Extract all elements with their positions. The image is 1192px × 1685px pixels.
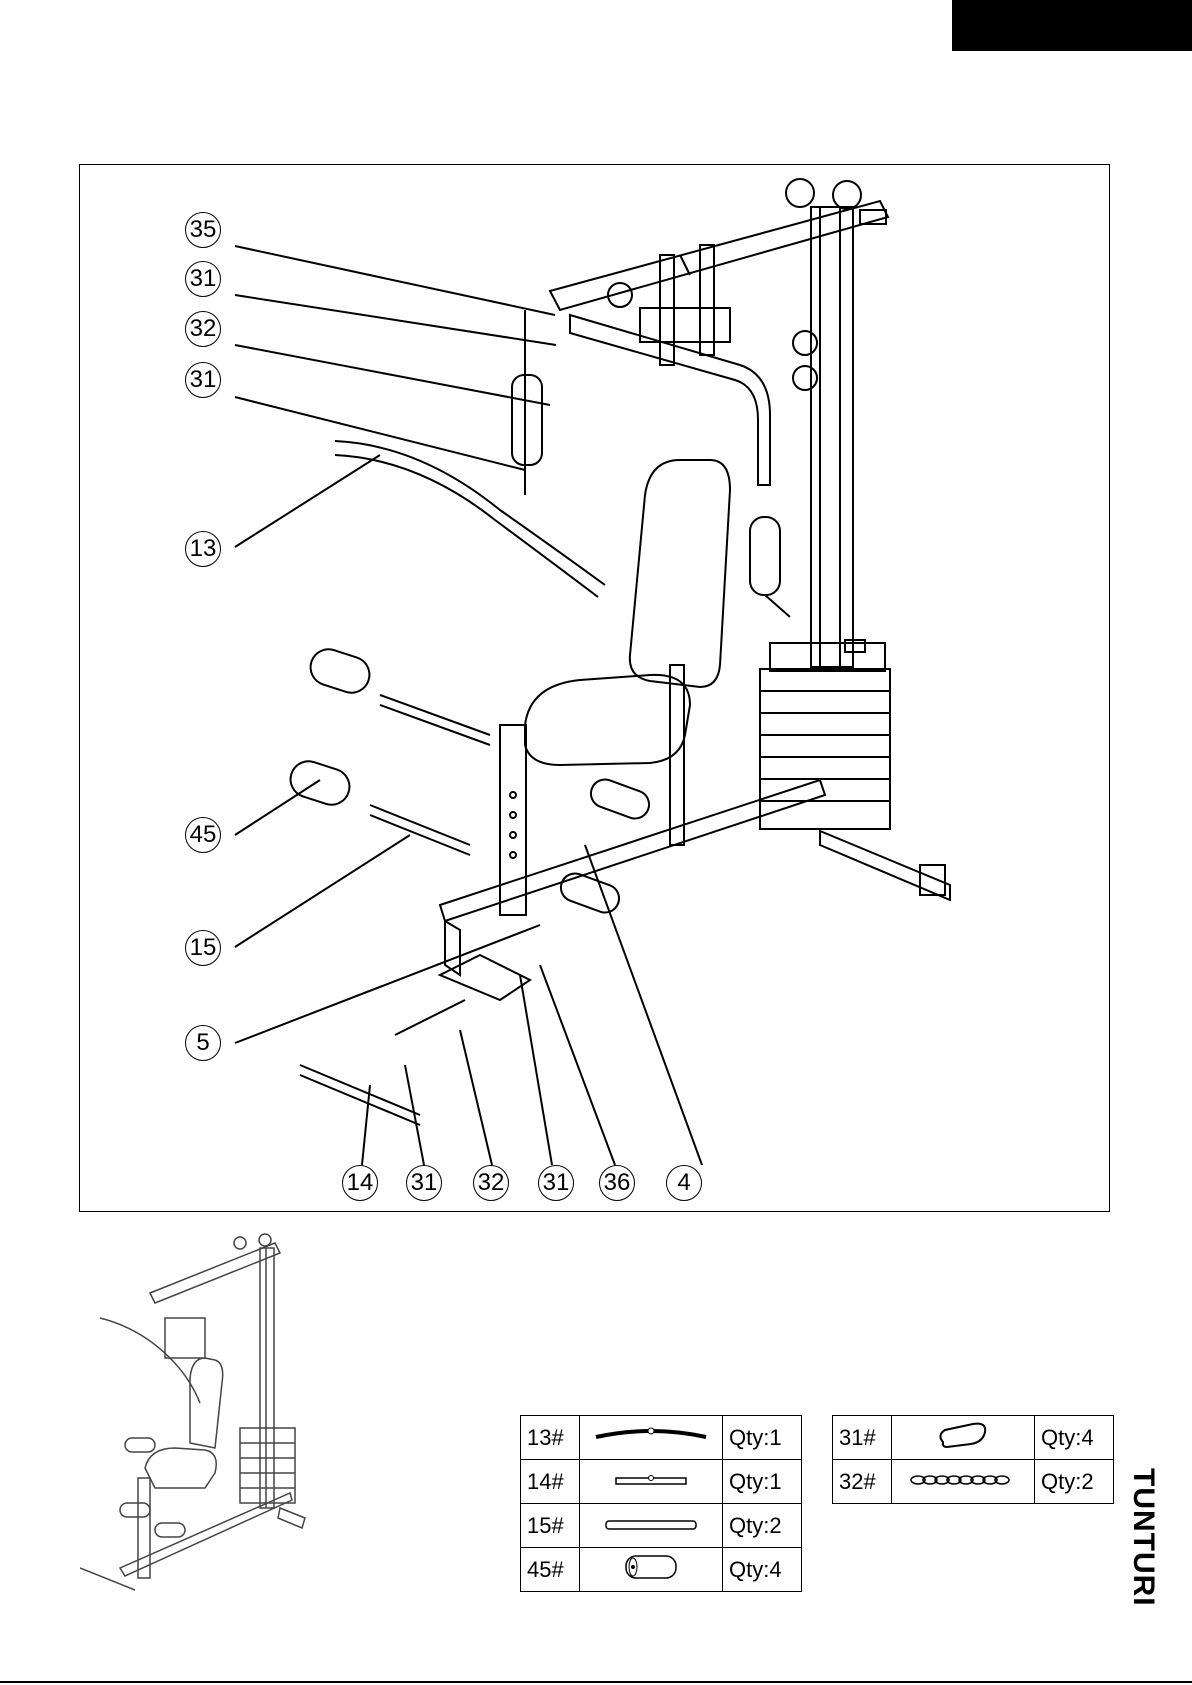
curved-bar-icon — [580, 1416, 723, 1460]
callout-31: 31 — [538, 1165, 574, 1201]
exploded-diagram: 35 31 32 31 13 45 15 5 14 31 32 31 36 4 — [79, 164, 1110, 1212]
assembled-gym-drawing — [80, 1228, 320, 1598]
part-qty: Qty:1 — [723, 1416, 802, 1460]
table-row: 14# Qty:1 — [521, 1460, 802, 1504]
table-row: 31# Qty:4 — [833, 1416, 1114, 1460]
foam-roller-icon — [580, 1548, 723, 1592]
part-qty: Qty:4 — [1035, 1416, 1114, 1460]
table-row: 32# Qty:2 — [833, 1460, 1114, 1504]
part-code: 13# — [521, 1416, 580, 1460]
callout-45: 45 — [185, 817, 221, 853]
assembled-preview — [80, 1228, 320, 1598]
part-qty: Qty:1 — [723, 1460, 802, 1504]
part-code: 14# — [521, 1460, 580, 1504]
callout-32: 32 — [185, 311, 221, 347]
callout-31: 31 — [185, 261, 221, 297]
table-row: 13# Qty:1 — [521, 1416, 802, 1460]
bottom-divider — [0, 1681, 1192, 1683]
callout-32: 32 — [473, 1165, 509, 1201]
callout-31: 31 — [185, 362, 221, 398]
chain-icon — [892, 1460, 1035, 1504]
parts-table-right: 31# Qty:4 32# Qty:2 — [832, 1415, 1114, 1504]
part-code: 31# — [833, 1416, 892, 1460]
part-qty: Qty:2 — [723, 1504, 802, 1548]
brand-logo: TUNTURI — [1126, 1468, 1160, 1607]
callout-4: 4 — [666, 1165, 702, 1201]
callout-14: 14 — [342, 1165, 378, 1201]
part-code: 32# — [833, 1460, 892, 1504]
part-qty: Qty:4 — [723, 1548, 802, 1592]
section-tab — [952, 0, 1192, 51]
callout-31: 31 — [406, 1165, 442, 1201]
callout-35: 35 — [185, 212, 221, 248]
callout-5: 5 — [185, 1025, 221, 1061]
part-qty: Qty:2 — [1035, 1460, 1114, 1504]
callout-36: 36 — [599, 1165, 635, 1201]
callout-15: 15 — [185, 930, 221, 966]
part-code: 15# — [521, 1504, 580, 1548]
carabiner-icon — [892, 1416, 1035, 1460]
table-row: 45# Qty:4 — [521, 1548, 802, 1592]
table-row: 15# Qty:2 — [521, 1504, 802, 1548]
gym-drawing — [80, 165, 1111, 1213]
parts-table-left: 13# Qty:1 14# Qty:1 15# Qty:2 45# Qty:4 — [520, 1415, 802, 1592]
part-code: 45# — [521, 1548, 580, 1592]
callout-13: 13 — [185, 531, 221, 567]
straight-handle-icon — [580, 1460, 723, 1504]
tube-icon — [580, 1504, 723, 1548]
